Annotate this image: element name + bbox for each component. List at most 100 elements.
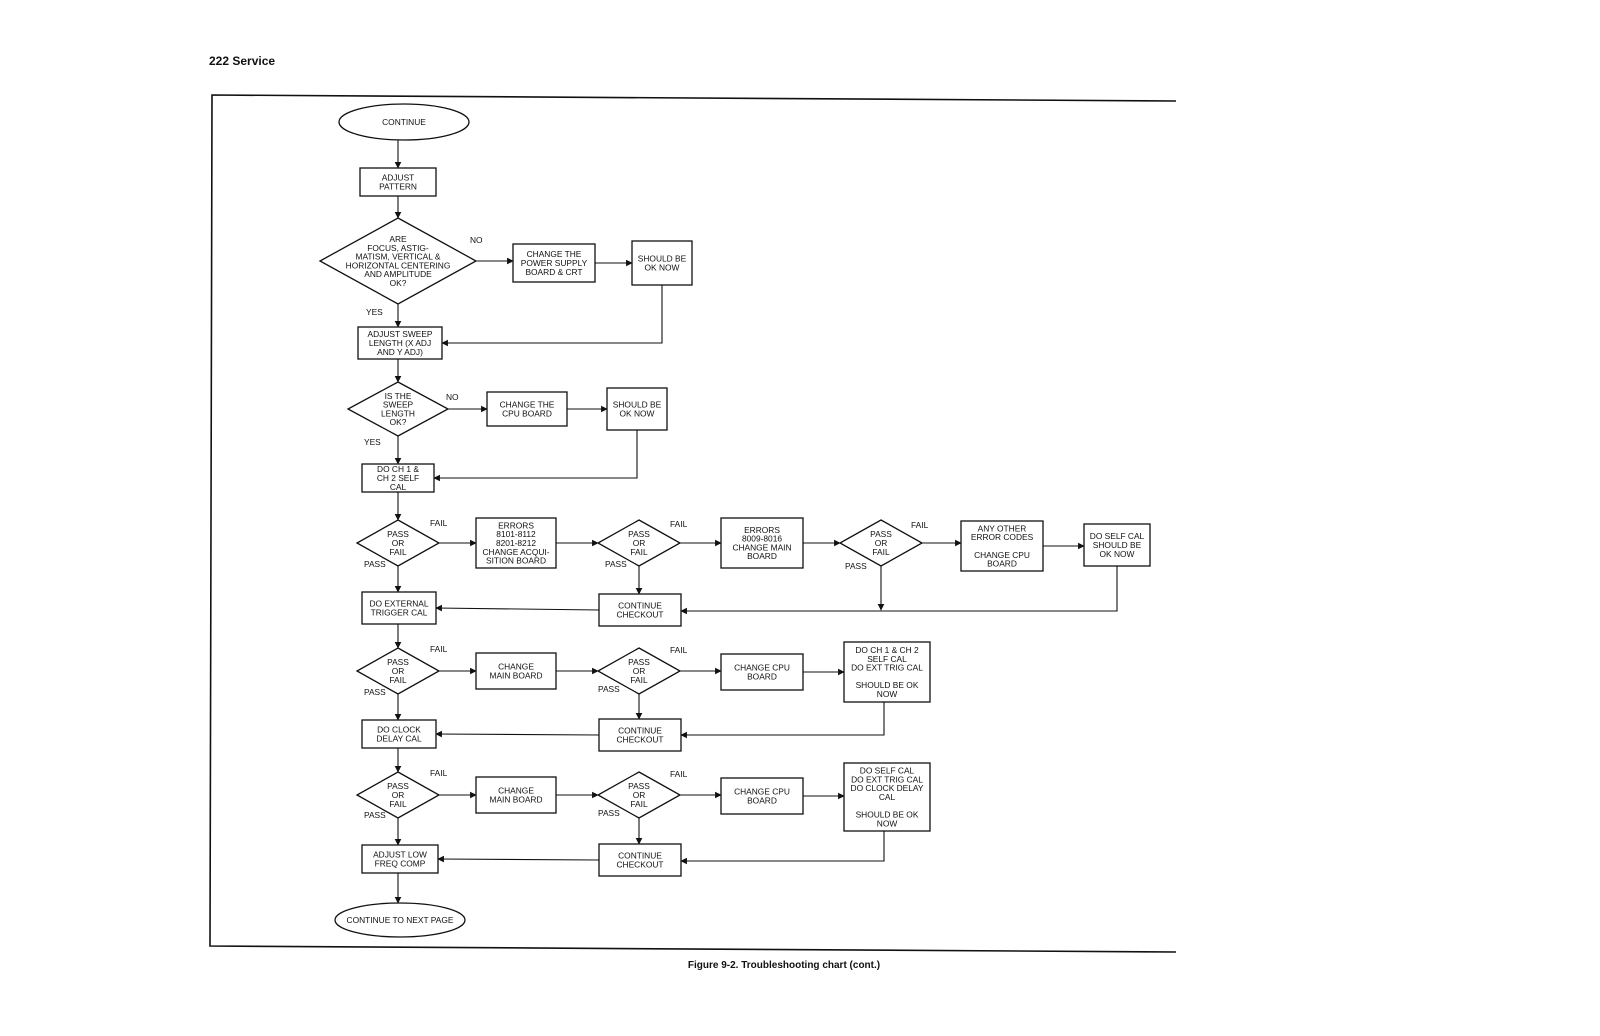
edge-label-pass: PASS bbox=[598, 684, 620, 694]
node-text: MATISM, VERTICAL & bbox=[355, 252, 440, 262]
node-text: CHECKOUT bbox=[617, 734, 664, 744]
decision-pf-3 bbox=[838, 519, 924, 567]
node-text: DO CH 1 & bbox=[377, 464, 419, 474]
node-text: CHANGE CPU bbox=[734, 787, 790, 797]
terminal-next-page bbox=[334, 902, 466, 938]
node-text: PASS bbox=[387, 657, 409, 667]
box-adjust-pattern bbox=[359, 167, 437, 197]
node-text: FAIL bbox=[630, 547, 648, 557]
edge-label-no: NO bbox=[470, 235, 483, 245]
box-note-1 bbox=[843, 641, 931, 703]
node-text: CHANGE bbox=[498, 662, 534, 672]
node-text: PASS bbox=[387, 781, 409, 791]
node-text: DO EXT TRIG CAL bbox=[851, 774, 923, 784]
node-text: NOW bbox=[877, 689, 898, 699]
edge-note-1-to-cont-2 bbox=[680, 702, 885, 739]
box-change-cpu-1 bbox=[486, 391, 568, 427]
edge-label-pass: PASS bbox=[364, 559, 386, 569]
node-text: SWEEP bbox=[383, 400, 414, 410]
node-text: FAIL bbox=[389, 799, 407, 809]
box-ext-trig bbox=[361, 591, 437, 625]
box-cont-2 bbox=[598, 718, 682, 752]
node-text: DO EXT TRIG CAL bbox=[851, 663, 923, 673]
node-text: CHANGE CPU bbox=[734, 663, 790, 673]
node-text: DO CLOCK DELAY bbox=[851, 783, 924, 793]
box-cpu-2 bbox=[720, 653, 804, 691]
node-text: CHANGE CPU bbox=[974, 550, 1030, 560]
node-text: MAIN BOARD bbox=[489, 794, 542, 804]
decision-pf-1 bbox=[355, 519, 441, 567]
node-text: BOARD bbox=[747, 671, 777, 681]
node-text: CHANGE MAIN bbox=[732, 542, 791, 552]
box-err-main bbox=[720, 517, 804, 569]
node-text: ERRORS bbox=[744, 525, 780, 535]
node-text: CHANGE bbox=[498, 786, 534, 796]
box-self-cal bbox=[361, 463, 435, 493]
node-text: OK? bbox=[390, 417, 407, 427]
edge-label-fail: FAIL bbox=[430, 644, 448, 654]
node-text: CHECKOUT bbox=[617, 859, 664, 869]
box-low-freq bbox=[361, 844, 439, 874]
node-text: ADJUST LOW bbox=[373, 850, 427, 860]
node-text: ADJUST bbox=[382, 173, 415, 183]
node-text: CONTINUE bbox=[382, 117, 426, 127]
edge-label-no: NO bbox=[446, 392, 459, 402]
decision-q-sweep bbox=[346, 381, 450, 437]
node-text: FREQ COMP bbox=[375, 858, 426, 868]
node-text: 8201-8212 bbox=[496, 538, 536, 548]
node-text: PASS bbox=[870, 529, 892, 539]
node-text: OK NOW bbox=[620, 408, 655, 418]
node-text: OR bbox=[392, 790, 405, 800]
node-text: ADJUST SWEEP bbox=[368, 329, 433, 339]
page-header: 222 Service bbox=[209, 54, 276, 68]
node-text: BOARD bbox=[747, 795, 777, 805]
figure-caption: Figure 9-2. Troubleshooting chart (cont.… bbox=[687, 960, 881, 971]
node-text: OR bbox=[633, 790, 646, 800]
node-text: FAIL bbox=[872, 547, 890, 557]
box-clock-cal bbox=[361, 719, 437, 749]
edge-label-pass: PASS bbox=[598, 808, 620, 818]
node-text: CONTINUE bbox=[618, 851, 662, 861]
node-text: 8101-8112 bbox=[496, 529, 536, 539]
node-text: OR bbox=[875, 538, 888, 548]
node-text: BOARD bbox=[987, 559, 1017, 569]
node-text: ANY OTHER bbox=[978, 523, 1027, 533]
node-text: CHANGE THE bbox=[500, 400, 555, 410]
edge-label-fail: FAIL bbox=[430, 518, 448, 528]
node-text: FAIL bbox=[389, 675, 407, 685]
node-text: CAL bbox=[390, 482, 407, 492]
node-text: NOW bbox=[877, 818, 898, 828]
edge-label-yes: YES bbox=[364, 437, 381, 447]
node-text: DO CLOCK bbox=[377, 725, 421, 735]
edge-label-yes: YES bbox=[366, 307, 383, 317]
decision-pf-2 bbox=[596, 519, 682, 567]
node-text: CHANGE ACQUI- bbox=[482, 547, 549, 557]
box-cont-1 bbox=[598, 593, 682, 627]
node-text: OK NOW bbox=[645, 262, 680, 272]
node-text: LENGTH bbox=[381, 408, 415, 418]
edge-label-pass: PASS bbox=[364, 810, 386, 820]
node-text: ERROR CODES bbox=[971, 532, 1034, 542]
